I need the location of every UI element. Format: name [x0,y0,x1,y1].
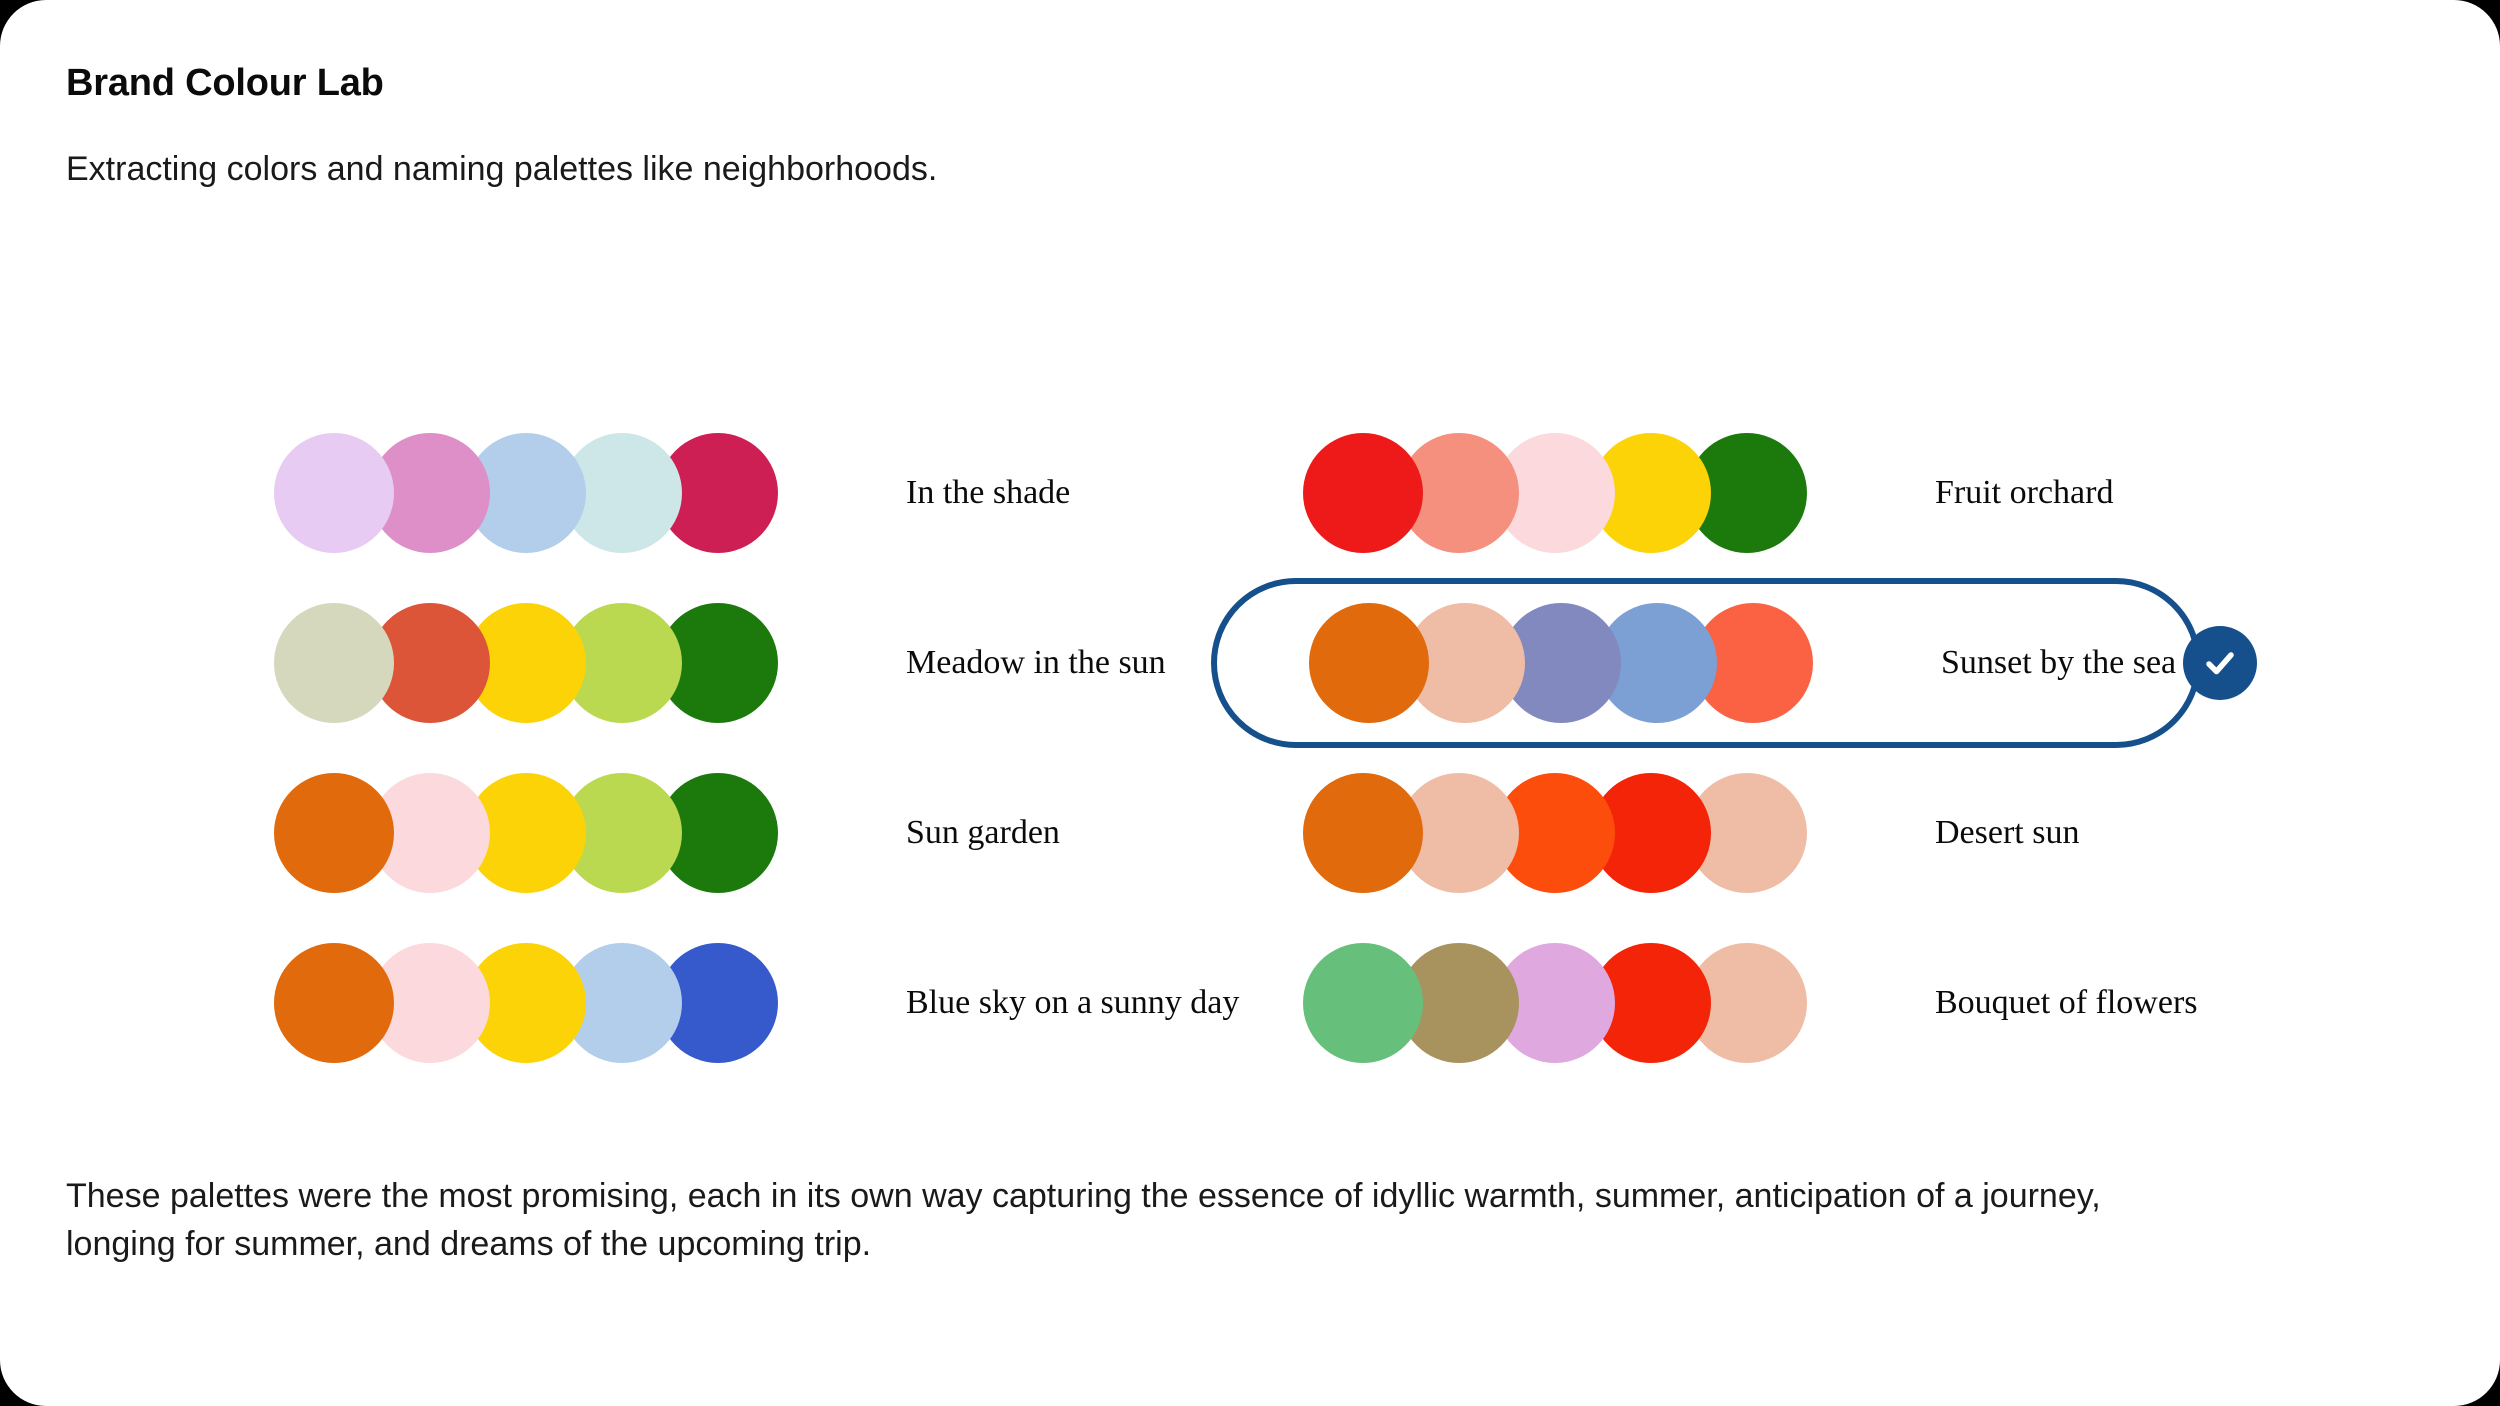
color-swatch[interactable] [1303,943,1423,1063]
palette-row-inner[interactable]: Bouquet of flowers [1227,918,2247,1088]
footnote-text: These palettes were the most promising, … [66,1177,2101,1264]
page-title: Brand Colour Lab [66,62,384,104]
color-swatch[interactable] [274,943,394,1063]
palette-row[interactable]: Fruit orchard [1227,408,2247,578]
palette-label: Fruit orchard [1935,474,2114,511]
swatch-strip [1309,593,1813,733]
swatch-strip [274,423,778,563]
color-swatch[interactable] [274,603,394,723]
palette-row[interactable]: In the shade [198,408,1218,578]
swatch-strip [274,593,778,733]
palette-label: Sun garden [906,814,1060,851]
palette-row-inner[interactable]: Sunset by the sea [1211,578,2257,748]
color-swatch[interactable] [274,433,394,553]
swatch-strip [1303,423,1807,563]
swatch-strip [274,933,778,1073]
check-icon[interactable] [2183,626,2257,700]
palette-row[interactable]: Sunset by the sea [1211,578,2257,748]
palette-row[interactable]: Meadow in the sun [198,578,1218,748]
palette-label: Bouquet of flowers [1935,984,2198,1021]
palette-label: Sunset by the sea [1941,644,2177,681]
swatch-strip [1303,763,1807,903]
swatch-strip [1303,933,1807,1073]
color-swatch[interactable] [1303,773,1423,893]
palette-row-inner[interactable]: Fruit orchard [1227,408,2247,578]
color-swatch[interactable] [1309,603,1429,723]
palette-row-inner[interactable]: In the shade [198,408,1218,578]
palette-row-inner[interactable]: Sun garden [198,748,1218,918]
palette-row-inner[interactable]: Meadow in the sun [198,578,1218,748]
palette-row[interactable]: Blue sky on a sunny day [198,918,1239,1088]
palette-label: Desert sun [1935,814,2080,851]
color-swatch[interactable] [274,773,394,893]
palette-row[interactable]: Desert sun [1227,748,2247,918]
palette-label: Meadow in the sun [906,644,1166,681]
page-subtitle: Extracting colors and naming palettes li… [66,150,938,188]
swatch-strip [274,763,778,903]
palette-row-inner[interactable]: Blue sky on a sunny day [198,918,1239,1088]
palette-label: Blue sky on a sunny day [906,984,1240,1021]
palette-row-inner[interactable]: Desert sun [1227,748,2247,918]
palette-label: In the shade [906,474,1071,511]
palette-row[interactable]: Bouquet of flowers [1227,918,2247,1088]
palette-row[interactable]: Sun garden [198,748,1218,918]
color-swatch[interactable] [1303,433,1423,553]
